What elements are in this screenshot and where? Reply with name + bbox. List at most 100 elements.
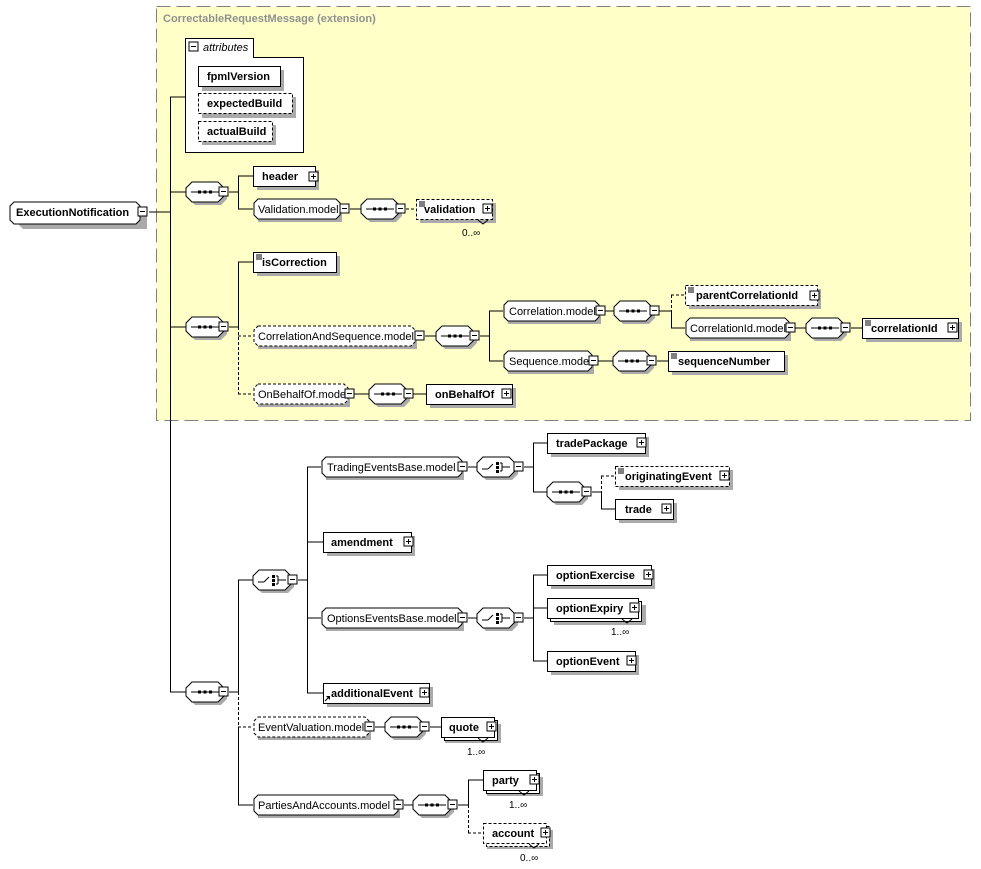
expand-icon[interactable] [643,569,654,580]
collapse-icon[interactable] [414,330,425,341]
element-optionexercise[interactable]: optionExercise [547,565,656,590]
sequence-compositor-2[interactable] [185,316,229,341]
collapse-icon[interactable] [218,186,229,197]
collapse-icon[interactable] [457,612,468,623]
svg-text:Validation.model: Validation.model [258,204,339,216]
element-originatingevent[interactable]: originatingEvent [615,466,734,491]
svg-text:ExecutionNotification: ExecutionNotification [16,207,129,219]
collapse-icon[interactable] [513,612,524,623]
collapse-icon[interactable] [188,41,199,52]
group-correlationid-model[interactable]: CorrelationId.model [685,317,796,341]
element-header[interactable]: header [253,166,320,191]
collapse-icon[interactable] [137,206,148,217]
collapse-icon[interactable] [344,388,355,399]
svg-text:1..∞: 1..∞ [467,747,485,758]
expand-icon[interactable] [626,655,637,666]
svg-text:EventValuation.model: EventValuation.model [258,722,364,734]
svg-text:1..∞: 1..∞ [509,800,527,811]
svg-text:TradingEventsBase.model: TradingEventsBase.model [327,462,456,474]
element-validation[interactable]: validation 0..∞ [416,199,497,240]
root-element-executionnotification[interactable]: ExecutionNotification [9,201,148,229]
sequence-compositor-1[interactable] [185,181,229,206]
expand-icon[interactable] [403,536,414,547]
svg-text:actualBuild: actualBuild [207,126,266,138]
group-onbehalfof-model[interactable]: OnBehalfOf.model [253,383,355,407]
collapse-icon[interactable] [287,574,298,585]
collapse-icon[interactable] [339,203,350,214]
expand-icon[interactable] [419,687,430,698]
expand-icon[interactable] [629,602,640,613]
sequence-compositor-3[interactable] [185,681,229,706]
element-party[interactable]: party 1..∞ [483,770,544,812]
collapse-icon[interactable] [513,461,524,472]
collapse-icon[interactable] [581,486,592,497]
collapse-icon[interactable] [785,322,796,333]
choice-compositor-trading[interactable] [476,456,524,481]
collapse-icon[interactable] [393,799,404,810]
sequence-compositor-trading[interactable] [546,481,592,506]
element-amendment[interactable]: amendment [323,532,416,557]
expand-icon[interactable] [529,774,540,785]
group-validation-model[interactable]: Validation.model [253,198,350,222]
sequence-compositor-parties[interactable] [412,794,458,819]
collapse-icon[interactable] [840,322,851,333]
expand-icon[interactable] [482,203,493,214]
element-trade[interactable]: trade [615,499,678,524]
attribute-actualbuild[interactable]: actualBuild [198,121,277,146]
element-sequencenumber[interactable]: sequenceNumber [668,351,789,376]
collapse-icon[interactable] [646,355,657,366]
expand-icon[interactable] [809,290,820,301]
expand-icon[interactable] [636,437,647,448]
collapse-icon[interactable] [218,686,229,697]
element-iscorrection[interactable]: isCorrection [253,252,341,277]
element-tradepackage[interactable]: tradePackage [547,433,650,458]
group-correlationandsequence-model[interactable]: CorrelationAndSequence.model [253,325,425,349]
collapse-icon[interactable] [457,461,468,472]
choice-compositor-options[interactable] [476,607,524,632]
choice-icon [476,607,519,632]
collapse-icon[interactable] [649,305,660,316]
svg-text:0..∞: 0..∞ [462,228,480,239]
attribute-fpmlversion[interactable]: fpmlVersion [198,66,285,92]
choice-compositor-main[interactable] [252,569,298,594]
group-sequence-model[interactable]: Sequence.model [503,350,599,374]
expand-icon[interactable] [719,470,730,481]
collapse-icon[interactable] [403,388,414,399]
attribute-expectedbuild[interactable]: expectedBuild [198,93,297,119]
svg-text:originatingEvent: originatingEvent [625,471,712,483]
expand-icon[interactable] [947,322,958,333]
group-tradingeventsbase-model[interactable]: TradingEventsBase.model [321,456,468,480]
element-quote[interactable]: quote 1..∞ [441,717,502,759]
group-optionseventsbase-model[interactable]: OptionsEventsBase.model [321,607,468,631]
collapse-icon[interactable] [469,330,480,341]
collapse-icon[interactable] [588,355,599,366]
element-account[interactable]: account 0..∞ [483,823,554,865]
svg-text:parentCorrelationId: parentCorrelationId [696,290,798,302]
group-eventvaluation-model[interactable]: EventValuation.model [253,716,375,740]
element-onbehalfof[interactable]: onBehalfOf [426,384,517,409]
svg-text:optionExercise: optionExercise [556,570,635,582]
collapse-icon[interactable] [419,721,430,732]
element-optionexpiry[interactable]: optionExpiry 1..∞ [547,598,647,639]
expand-icon[interactable] [661,503,672,514]
expand-icon[interactable] [540,827,551,838]
expand-icon[interactable] [308,171,319,182]
group-partiesandaccounts-model[interactable]: PartiesAndAccounts.model [253,794,404,818]
sequence-icon [613,300,656,325]
svg-text:optionExpiry: optionExpiry [556,603,624,615]
collapse-icon[interactable] [218,321,229,332]
sequence-compositor-eventvaluation[interactable] [384,716,430,741]
element-optionevent[interactable]: optionEvent [547,651,640,676]
element-parentcorrelationid[interactable]: parentCorrelationId [685,285,822,310]
collapse-icon[interactable] [595,305,606,316]
expand-icon[interactable] [501,388,512,399]
collapse-icon[interactable] [447,799,458,810]
expand-icon[interactable] [486,721,497,732]
element-correlationid[interactable]: correlationId [862,318,963,343]
element-additionalevent[interactable]: additionalEvent [323,683,434,708]
collapse-icon[interactable] [364,721,375,732]
svg-text:expectedBuild: expectedBuild [207,98,282,110]
svg-text:1..∞: 1..∞ [611,627,629,638]
collapse-icon[interactable] [395,203,406,214]
group-correlation-model[interactable]: Correlation.model [503,300,606,324]
